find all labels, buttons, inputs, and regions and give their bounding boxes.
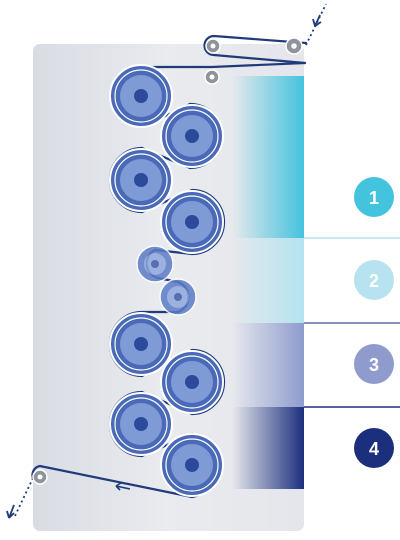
- zone-badge-4: 4: [354, 428, 394, 468]
- web-inlet-arrow-icon: [312, 14, 322, 27]
- web-direction-arrow-icon: [115, 482, 131, 491]
- zone-badge-1-label: 1: [369, 188, 379, 208]
- process-roller-4: [160, 190, 224, 254]
- web-outlet-arrow-icon: [6, 504, 15, 519]
- zone-2-band: [232, 238, 304, 323]
- main-rollers: [109, 64, 224, 497]
- zone-badge-2-label: 2: [369, 271, 379, 291]
- zone-badge-4-label: 4: [369, 439, 379, 459]
- process-roller-1: [109, 64, 173, 128]
- zone-3-band: [232, 323, 304, 407]
- guide-roller-bottom: [32, 469, 48, 485]
- process-roller-7: [109, 392, 173, 456]
- process-roller-8: [160, 433, 224, 497]
- process-roller-5: [109, 312, 173, 376]
- zone-badge-2: 2: [354, 260, 394, 300]
- guide-roller-top-right: [285, 37, 303, 55]
- zone-badge-3: 3: [354, 344, 394, 384]
- process-roller-3: [109, 148, 173, 212]
- process-roller-2: [160, 104, 224, 168]
- guide-roller-top-left: [205, 38, 221, 54]
- zone-badge-3-label: 3: [369, 355, 379, 375]
- web-outlet-dotted-line: [13, 477, 34, 519]
- guide-roller-top-lower: [204, 69, 220, 85]
- zone-4-band: [232, 407, 304, 489]
- transfer-roller-2: [159, 278, 197, 316]
- process-roller-6: [160, 350, 224, 414]
- zone-1-band: [232, 76, 304, 238]
- zone-badge-1: 1: [354, 177, 394, 217]
- transfer-roller-1: [136, 245, 174, 283]
